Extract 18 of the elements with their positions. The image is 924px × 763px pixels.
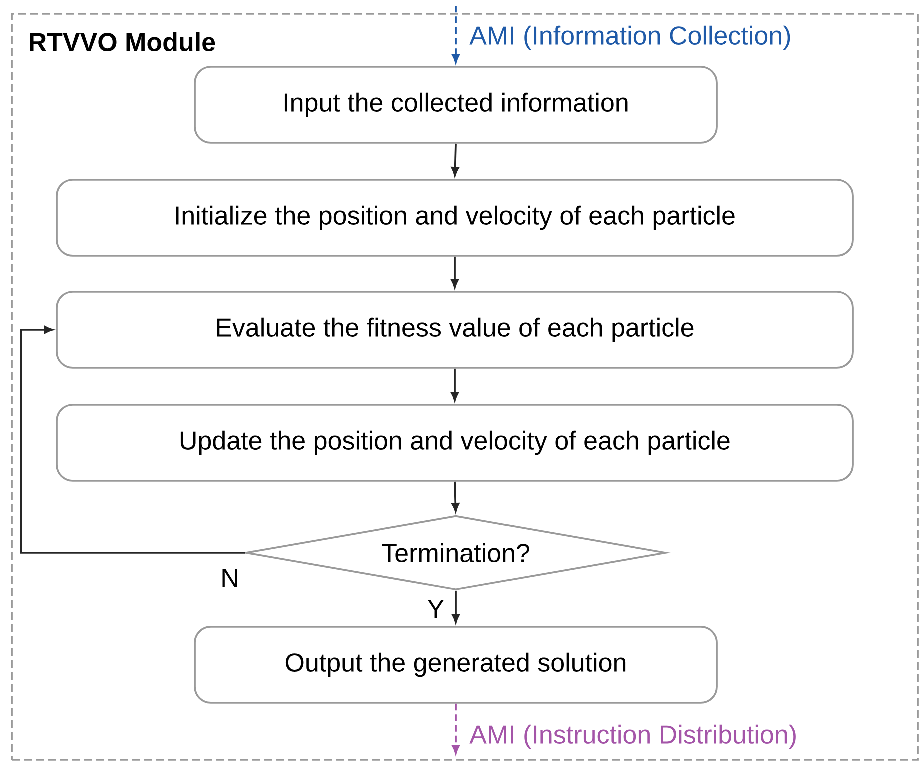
process-box: Output the generated solution: [194, 626, 718, 704]
process-box: Input the collected information: [194, 66, 718, 144]
arrow: [452, 482, 460, 512]
arrow: [451, 144, 460, 176]
edge-label: Y: [426, 598, 446, 620]
arrow: [20, 326, 246, 554]
arrow: [452, 590, 460, 624]
process-box: Evaluate the fitness value of each particle: [56, 291, 854, 369]
process-box: Update the position and velocity of each particle: [56, 404, 854, 482]
module-title: RTVVO Module: [30, 32, 216, 52]
arrow: [452, 704, 460, 754]
arrow: [451, 368, 459, 402]
process-box: Initialize the position and velocity of each particle: [56, 179, 854, 257]
edge-label: AMI (Instruction Distribution): [468, 724, 799, 750]
edge-label: AMI (Information Collection): [468, 24, 794, 52]
arrow: [451, 256, 459, 288]
arrow: [452, 6, 460, 64]
edge-label: N: [219, 568, 241, 588]
